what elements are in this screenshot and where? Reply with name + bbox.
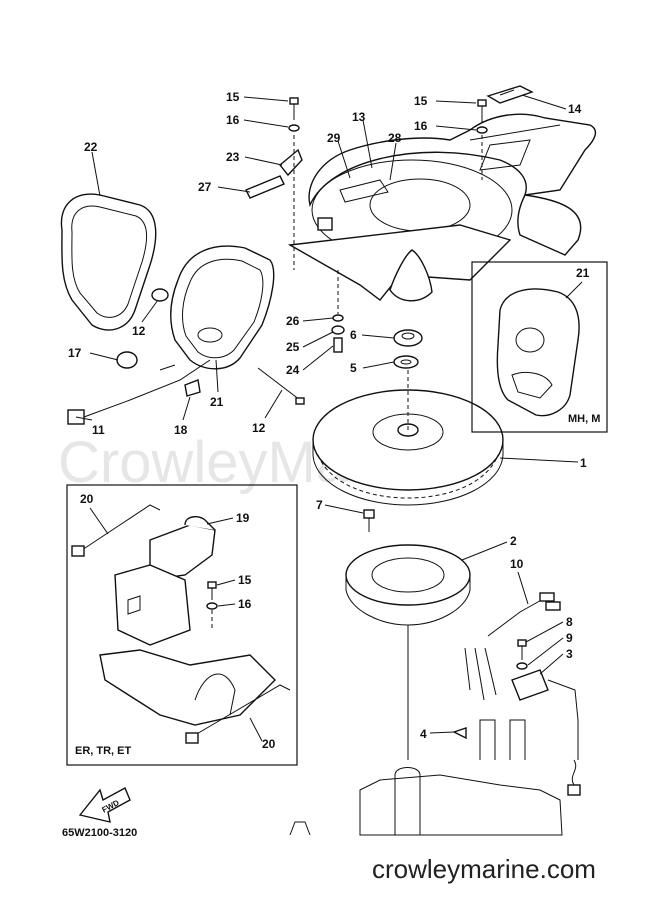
callout-18: 18 <box>174 423 188 437</box>
diagram-code: 65W2100-3120 <box>62 827 137 839</box>
callout-17: 17 <box>68 346 82 360</box>
callout-12-b: 12 <box>252 421 266 435</box>
callout-19: 19 <box>236 511 250 525</box>
callout-5: 5 <box>350 361 357 375</box>
callout-2: 2 <box>510 534 517 548</box>
cable-tie-12 <box>257 367 305 405</box>
callout-16-right: 16 <box>414 119 428 133</box>
site-url[interactable]: crowleymarine.com <box>372 854 596 884</box>
bolt-15-left <box>289 97 299 120</box>
inset-left-label: ER, TR, ET <box>75 745 132 757</box>
silencer-21 <box>170 245 275 370</box>
air-duct-22 <box>60 193 157 331</box>
callout-15-inset: 15 <box>238 573 252 587</box>
inset-right-label: MH, M <box>568 413 600 425</box>
callout-28: 28 <box>388 131 402 145</box>
callout-29: 29 <box>327 131 341 145</box>
callout-27: 27 <box>198 180 212 194</box>
wire-harness-10 <box>464 592 561 701</box>
fwd-arrow-icon: FWD <box>78 787 131 823</box>
callout-13: 13 <box>352 110 366 124</box>
callout-15: 15 <box>226 90 240 104</box>
part-14-plate <box>486 85 534 104</box>
callout-21-mh: 21 <box>576 266 590 280</box>
callout-9: 9 <box>566 631 573 645</box>
grommet-12 <box>151 288 169 302</box>
callout-1: 1 <box>580 456 587 470</box>
callout-6: 6 <box>350 328 357 342</box>
washer-5 <box>393 355 419 369</box>
bolt-15-right <box>476 99 488 180</box>
powerhead-outline <box>289 719 563 836</box>
callout-4: 4 <box>420 727 427 741</box>
callout-14: 14 <box>568 102 582 116</box>
inset-mh-m-frame <box>471 261 608 433</box>
stator-2 <box>345 544 471 760</box>
callout-26: 26 <box>286 314 300 328</box>
cap-17 <box>116 351 138 369</box>
silencer-21-mh <box>496 288 580 417</box>
cable-tie-20-bottom <box>185 684 291 744</box>
callout-22: 22 <box>84 140 98 154</box>
callout-11: 11 <box>92 423 105 437</box>
callout-16-inset: 16 <box>238 597 252 611</box>
bolt-8-washer-9 <box>516 639 528 670</box>
flywheel-1 <box>312 370 504 506</box>
leader-lines <box>75 94 583 742</box>
bracket-23 <box>279 135 303 270</box>
label-27 <box>245 175 285 199</box>
callout-8: 8 <box>566 615 573 629</box>
callout-15-right: 15 <box>414 94 428 108</box>
callout-24: 24 <box>286 363 300 377</box>
callout-7: 7 <box>316 498 323 512</box>
inset-er-tr-et-frame <box>66 484 298 766</box>
callout-16: 16 <box>226 113 240 127</box>
flywheel-cover <box>287 113 597 302</box>
callout-20-bottom: 20 <box>262 737 276 751</box>
callout-20: 20 <box>80 492 94 506</box>
cable-tie-20-top <box>71 504 161 557</box>
pulser-coil-3 <box>511 669 581 796</box>
callout-numbers: 15 16 23 27 13 29 28 22 12 17 11 18 21 1… <box>68 90 590 751</box>
callout-25: 25 <box>286 340 300 354</box>
nut-6 <box>393 329 423 347</box>
bracket-18 <box>184 379 201 397</box>
clip-4 <box>452 727 467 740</box>
parts-24-25-26 <box>331 270 345 353</box>
callout-12: 12 <box>132 324 146 338</box>
bolt-7 <box>363 509 375 532</box>
callout-10: 10 <box>510 557 524 571</box>
callout-21: 21 <box>210 395 224 409</box>
callout-3: 3 <box>566 647 573 661</box>
callout-23: 23 <box>226 150 240 164</box>
bracket-assembly-19 <box>99 516 276 726</box>
bolt-15-inset <box>206 581 218 630</box>
washer-16-left <box>288 124 300 132</box>
